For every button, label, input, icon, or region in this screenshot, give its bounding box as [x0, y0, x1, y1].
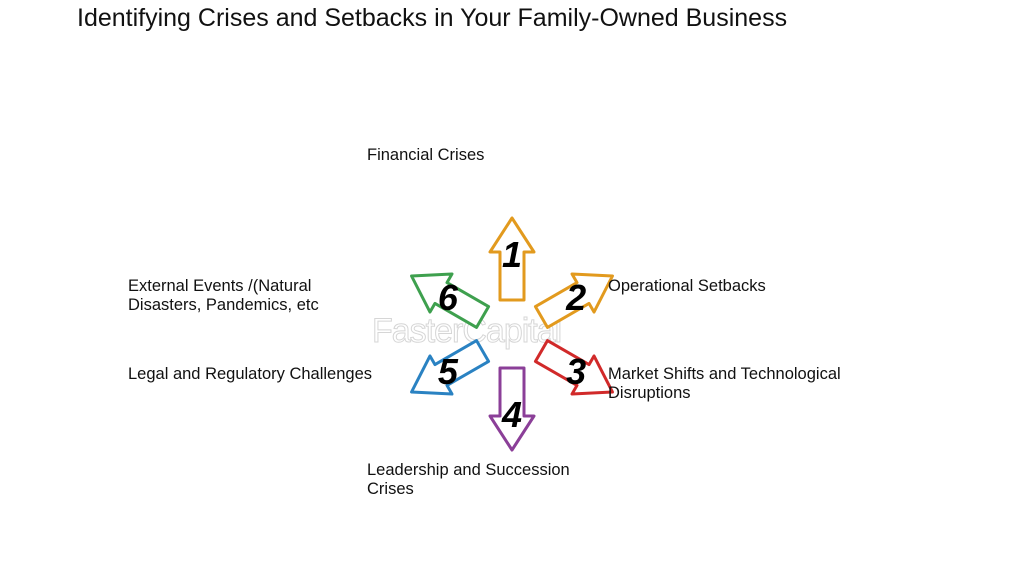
label-external-events: External Events /(Natural Disasters, Pan… — [128, 277, 319, 314]
arrow-shape — [410, 272, 491, 329]
arrow-2: 2 — [533, 272, 614, 329]
arrow-number: 6 — [438, 277, 459, 318]
arrow-shape — [488, 366, 536, 452]
label-leadership-succession: Leadership and Succession Crises — [367, 461, 570, 498]
arrow-number: 4 — [501, 394, 522, 435]
arrow-shape — [533, 272, 614, 329]
arrow-shape — [533, 339, 614, 396]
label-financial-crises: Financial Crises — [367, 146, 485, 164]
label-operational-setbacks: Operational Setbacks — [608, 277, 766, 295]
arrow-number: 5 — [438, 351, 459, 392]
arrow-shape — [410, 339, 491, 396]
arrow-5: 5 — [410, 339, 491, 396]
arrow-4: 4 — [488, 366, 536, 452]
arrow-shape — [488, 216, 536, 302]
arrow-6: 6 — [410, 272, 491, 329]
diagram-title: Identifying Crises and Setbacks in Your … — [77, 4, 788, 32]
arrow-number: 2 — [565, 277, 586, 318]
arrow-1: 1 — [488, 216, 536, 302]
arrow-3: 3 — [533, 339, 614, 396]
arrow-number: 1 — [502, 234, 522, 275]
label-market-shifts: Market Shifts and Technological Disrupti… — [608, 365, 841, 402]
arrow-number: 3 — [566, 351, 586, 392]
label-legal-regulatory: Legal and Regulatory Challenges — [128, 365, 373, 383]
